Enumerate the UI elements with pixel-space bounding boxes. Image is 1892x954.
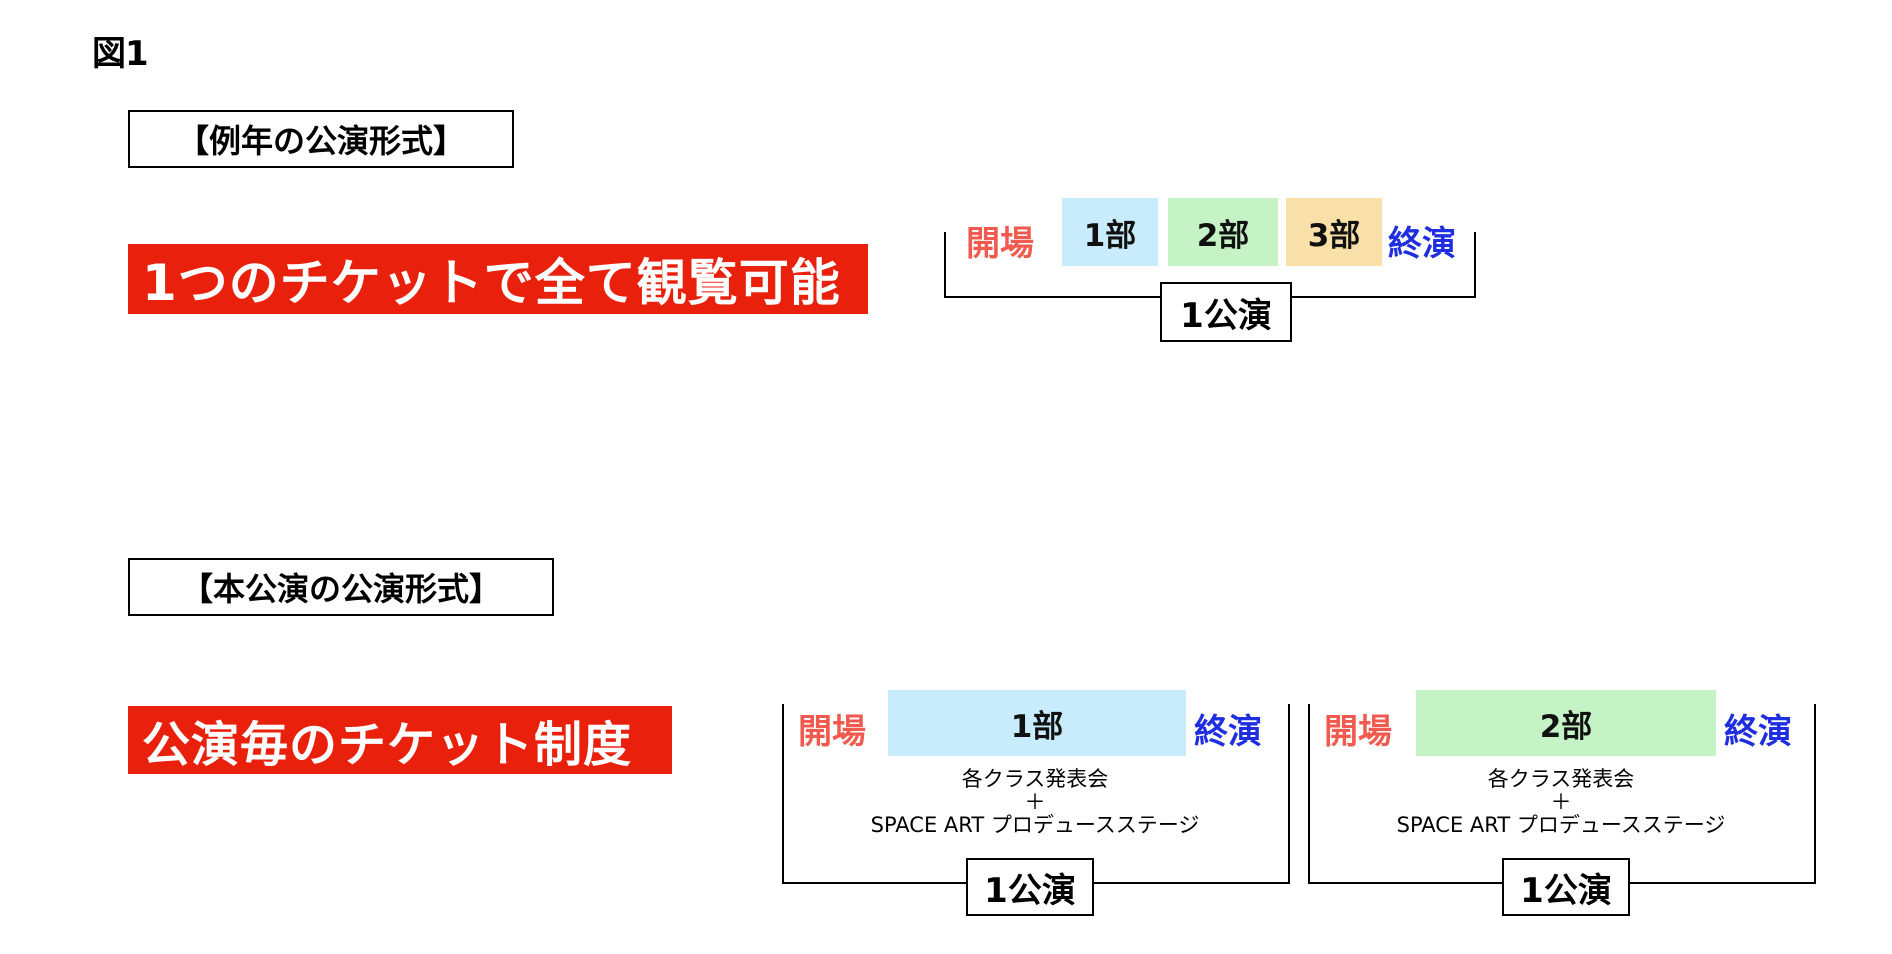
performance-label-1: 1公演	[966, 858, 1094, 916]
open-label-1: 開場	[798, 712, 866, 752]
open-label-2: 開場	[1324, 712, 1392, 752]
open-label: 開場	[966, 224, 1034, 264]
banner-single-ticket: 1つのチケットで全て観覧可能	[128, 244, 868, 314]
section-label-this: 【本公演の公演形式】	[128, 558, 554, 616]
segment-part3: 3部	[1286, 198, 1382, 266]
desc-plus: ＋	[1024, 790, 1046, 814]
desc-line: SPACE ART プロデュースステージ	[870, 813, 1200, 837]
desc-line: SPACE ART プロデュースステージ	[1396, 813, 1726, 837]
segment-part1: 1部	[1062, 198, 1158, 266]
desc-line: 各クラス発表会	[1487, 767, 1635, 791]
figure-label: 図1	[92, 34, 149, 74]
segment-part2: 2部	[1168, 198, 1278, 266]
performance-label: 1公演	[1160, 282, 1292, 342]
close-label-2: 終演	[1724, 712, 1792, 752]
banner-ticket-per-performance: 公演毎のチケット制度	[128, 706, 672, 774]
close-label-1: 終演	[1194, 712, 1262, 752]
segment-part2-b: 2部	[1416, 690, 1716, 756]
performance-description-2: 各クラス発表会 ＋ SPACE ART プロデュースステージ	[1356, 768, 1766, 837]
performance-label-2: 1公演	[1502, 858, 1630, 916]
close-label: 終演	[1388, 224, 1456, 264]
desc-line: 各クラス発表会	[961, 767, 1109, 791]
segment-part1-b: 1部	[888, 690, 1186, 756]
performance-description-1: 各クラス発表会 ＋ SPACE ART プロデュースステージ	[830, 768, 1240, 837]
desc-plus: ＋	[1550, 790, 1572, 814]
section-label-usual: 【例年の公演形式】	[128, 110, 514, 168]
